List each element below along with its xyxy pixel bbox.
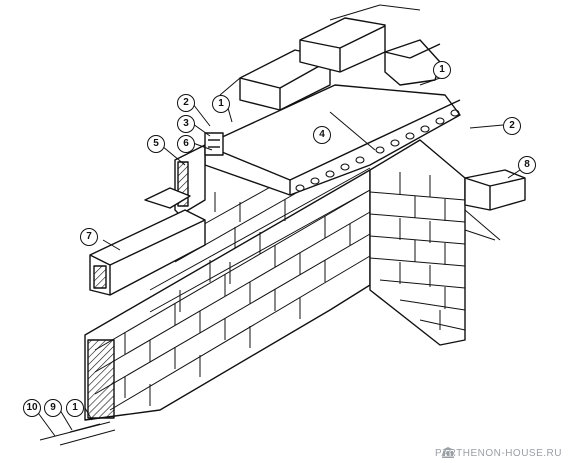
callout-8: 8 — [518, 156, 536, 174]
callout-7: 7 — [80, 228, 98, 246]
wall-section-hatch — [87, 339, 115, 419]
callout-1-top-left: 1 — [212, 95, 230, 113]
hollow-core-slab — [204, 84, 461, 196]
lintel-beam — [89, 187, 206, 296]
callout-2-right: 2 — [503, 117, 521, 135]
callout-10: 10 — [23, 399, 41, 417]
upper-blocks — [219, 4, 441, 111]
front-wall — [84, 167, 371, 421]
callout-5: 5 — [147, 135, 165, 153]
callout-6: 6 — [177, 135, 195, 153]
callout-leaders — [35, 77, 521, 437]
callout-3: 3 — [177, 115, 195, 133]
callout-9: 9 — [44, 399, 62, 417]
callout-1-bottom: 1 — [66, 399, 84, 417]
foundation-base — [39, 421, 116, 446]
callout-1-top-right: 1 — [433, 61, 451, 79]
callout-2-left: 2 — [177, 94, 195, 112]
temple-icon — [442, 447, 454, 458]
callout-4: 4 — [313, 126, 331, 144]
watermark-text: PARTHENON-HOUSE.RU — [435, 448, 562, 459]
slab-voids — [295, 109, 460, 192]
steel-beam — [464, 169, 526, 241]
side-wall — [369, 139, 466, 346]
